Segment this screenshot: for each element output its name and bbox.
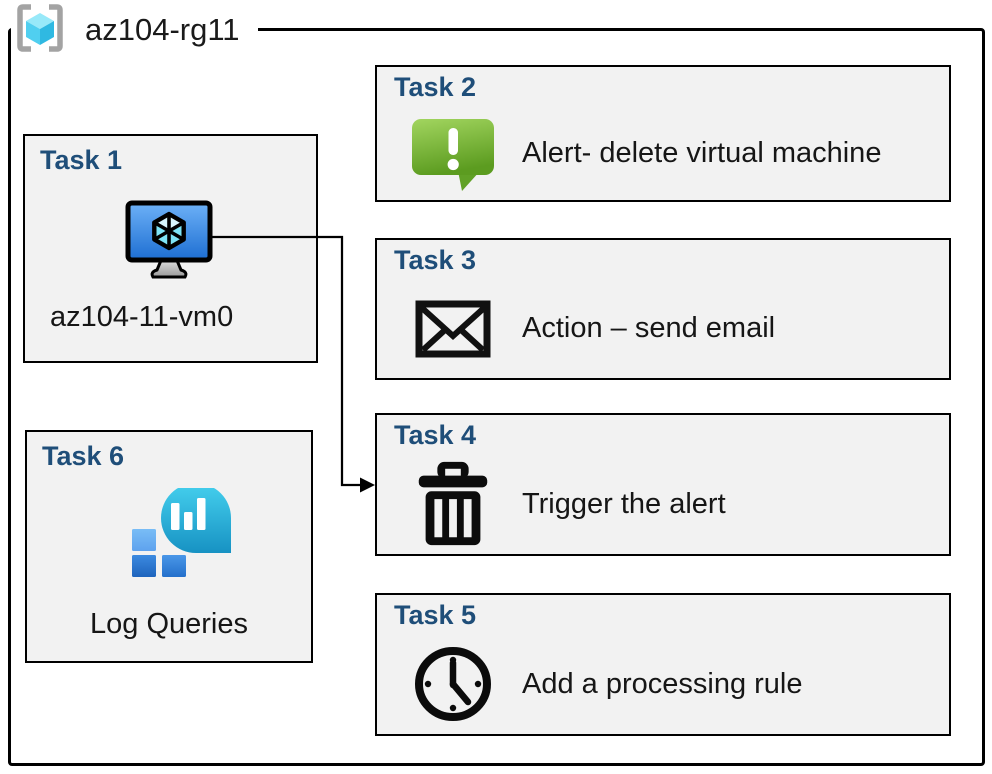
task3-label: Action – send email	[522, 312, 776, 344]
task6-title: Task 6	[42, 441, 125, 471]
email-envelope-icon	[415, 300, 490, 357]
resource-group-icon	[17, 4, 63, 52]
task2-title: Task 2	[394, 72, 477, 102]
task4-box: Task 4 Trigger the alert	[375, 413, 951, 556]
task3-box: Task 3 Action – send email	[375, 238, 951, 380]
task2-label: Alert- delete virtual machine	[522, 136, 882, 169]
task1-title: Task 1	[40, 145, 123, 175]
task5-box: Task 5 Add a processing rule	[375, 593, 951, 736]
log-analytics-icon	[132, 488, 231, 577]
task6-label: Log Queries	[90, 608, 248, 640]
task6-box: Task 6	[25, 430, 313, 663]
task5-label: Add a processing rule	[522, 667, 803, 700]
trash-icon	[418, 461, 487, 546]
task1-box: Task 1	[23, 134, 318, 363]
virtual-machine-icon	[125, 200, 213, 279]
vm-name-label: az104-11-vm0	[50, 301, 234, 333]
task5-title: Task 5	[394, 600, 477, 630]
task3-title: Task 3	[394, 245, 477, 275]
clock-icon	[414, 647, 491, 721]
cube-glyph	[152, 211, 186, 251]
alert-message-icon	[411, 119, 494, 191]
resource-group-name: az104-rg11	[85, 12, 240, 47]
resource-group-header: az104-rg11	[11, 1, 258, 59]
resource-group-boundary	[8, 28, 985, 766]
task4-label: Trigger the alert	[522, 487, 726, 520]
task4-title: Task 4	[394, 420, 477, 450]
task2-box: Task 2 Alert- delete virtual machine	[375, 65, 951, 202]
